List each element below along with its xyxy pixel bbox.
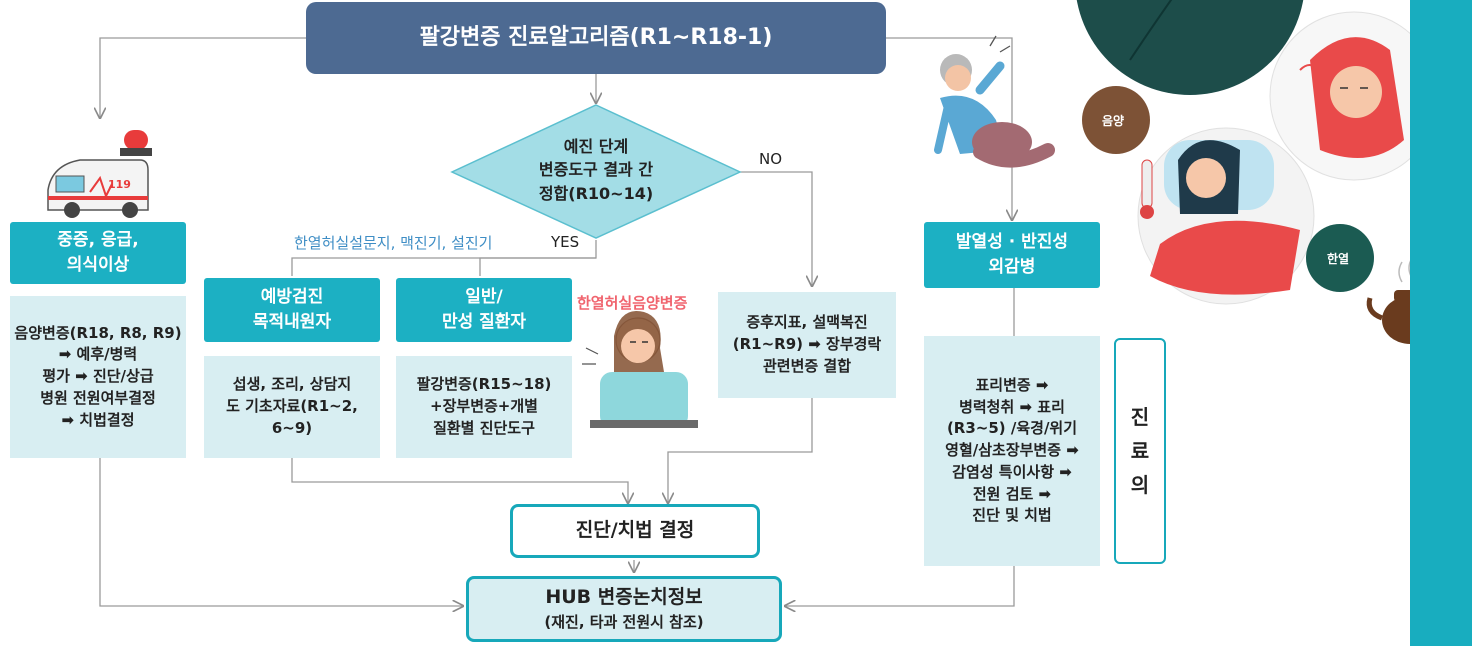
emergency-header: 중증, 응급, 의식이상 — [10, 222, 186, 284]
tools-label: 한열허실설문지, 맥진기, 설진기 — [294, 234, 493, 252]
right-accent-strip — [1410, 0, 1472, 646]
no-branch-body: 증후지표, 설맥복진 (R1~R9) ➡ 장부경락 관련변증 결합 — [718, 292, 896, 398]
decision-text: 예진 단계 변증도구 결과 간 정합(R10~14) — [538, 137, 654, 203]
clinician-box: 진 료 의 — [1114, 338, 1166, 564]
eumyang-label: 음양 — [1102, 114, 1125, 128]
right-illustrations — [1076, 0, 1453, 344]
hanyeol-label: 한열 — [1327, 252, 1350, 266]
eumyang-circle — [1082, 86, 1150, 154]
decision-diamond — [450, 104, 742, 239]
diagnosis-box: 진단/치법 결정 — [510, 504, 760, 558]
headache-woman-illustration — [582, 311, 698, 428]
no-label: NO — [759, 150, 783, 168]
hub-box: HUB 변증논치정보 (재진, 타과 전원시 참조) — [466, 576, 782, 642]
general-body: 팔강변증(R15~18) +장부변증+개별 질환별 진단도구 — [396, 356, 572, 458]
hanyeol-circle — [1306, 224, 1374, 292]
general-header: 일반/ 만성 질환자 — [396, 278, 572, 342]
eumyang-pattern-label: 한열허실음양변증 — [577, 294, 688, 312]
hub-title: HUB 변증논치정보 — [545, 586, 703, 609]
elderly-woman-illustration — [934, 35, 1055, 168]
yes-label: YES — [551, 233, 580, 251]
fever-body: 표리변증 ➡ 병력청취 ➡ 표리 (R3~5) /육경/위기 영혈/삼초장부변증… — [924, 336, 1100, 566]
flowchart-title: 팔강변증 진료알고리즘(R1~R18-1) — [306, 2, 886, 74]
hub-subtitle: (재진, 타과 전원시 참조) — [544, 612, 704, 631]
emergency-body: 음양변증(R18, R8, R9) ➡ 예후/병력 평가 ➡ 진단/상급 병원 … — [10, 296, 186, 458]
ambulance-illustration — [47, 130, 152, 218]
preventive-body: 섭생, 조리, 상담지 도 기초자료(R1~2, 6~9) — [204, 356, 380, 458]
ambulance-sign: 119 — [108, 178, 131, 191]
preventive-header: 예방검진 목적내원자 — [204, 278, 380, 342]
fever-header: 발열성 · 반진성 외감병 — [924, 222, 1100, 288]
